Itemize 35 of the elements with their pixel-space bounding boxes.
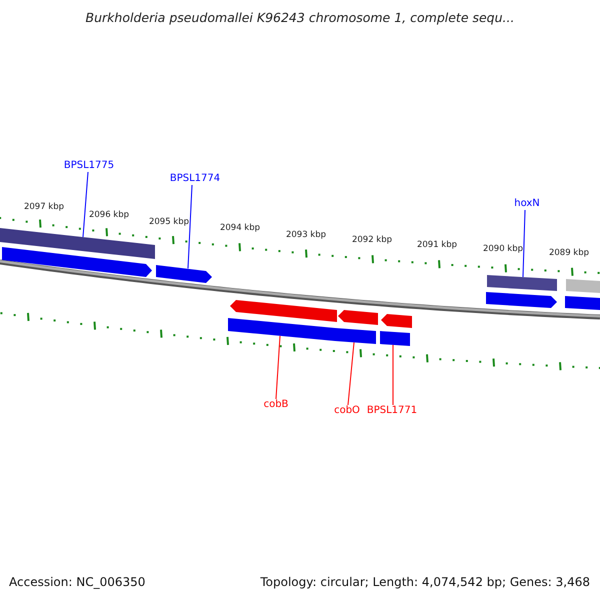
- gene-label: BPSL1771: [366, 405, 418, 417]
- position-label: 2095 kbp: [148, 217, 190, 227]
- leader-line: [188, 184, 192, 269]
- gene-feature: [487, 275, 557, 291]
- gene-feature: [380, 331, 410, 346]
- gene-feature-pointed: [486, 292, 557, 308]
- footer-text: Accession: NC_006350: [9, 575, 146, 589]
- position-label: 2093 kbp: [286, 230, 326, 240]
- position-label: 2089 kbp: [548, 248, 590, 258]
- leader-line: [392, 344, 394, 406]
- gene-feature-pointed: [156, 265, 212, 283]
- gene-feature: [566, 279, 600, 293]
- leader-line: [348, 342, 354, 406]
- position-label: 2096 kbp: [88, 210, 130, 220]
- position-label: 2090 kbp: [482, 244, 524, 254]
- position-label: 2091 kbp: [416, 240, 458, 250]
- leader-line: [522, 210, 526, 278]
- gene-feature: [335, 328, 376, 344]
- leader-line: [276, 335, 280, 400]
- gene-feature-pointed: [338, 310, 378, 325]
- gene-label: BPSL1774: [170, 173, 220, 185]
- gene-feature: [0, 228, 155, 259]
- gene-feature-pointed: [381, 314, 412, 328]
- leader-line: [82, 172, 88, 238]
- gene-feature: [565, 296, 600, 310]
- footer-text: Topology: circular; Length: 4,074,542 bp; Genes: 3,468: [260, 575, 590, 589]
- chart-title: Burkholderia pseudomallei K96243 chromosome 1, complete sequ...: [84, 10, 516, 25]
- position-label: 2092 kbp: [352, 235, 392, 245]
- gene-feature-pointed: [2, 247, 152, 277]
- position-label: 2097 kbp: [24, 202, 64, 212]
- gene-label: hoxN: [514, 198, 540, 210]
- gene-label: BPSL1775: [64, 160, 114, 172]
- gene-label: cobB: [264, 399, 288, 411]
- gene-label: cobO: [334, 405, 360, 417]
- position-label: 2094 kbp: [220, 223, 260, 233]
